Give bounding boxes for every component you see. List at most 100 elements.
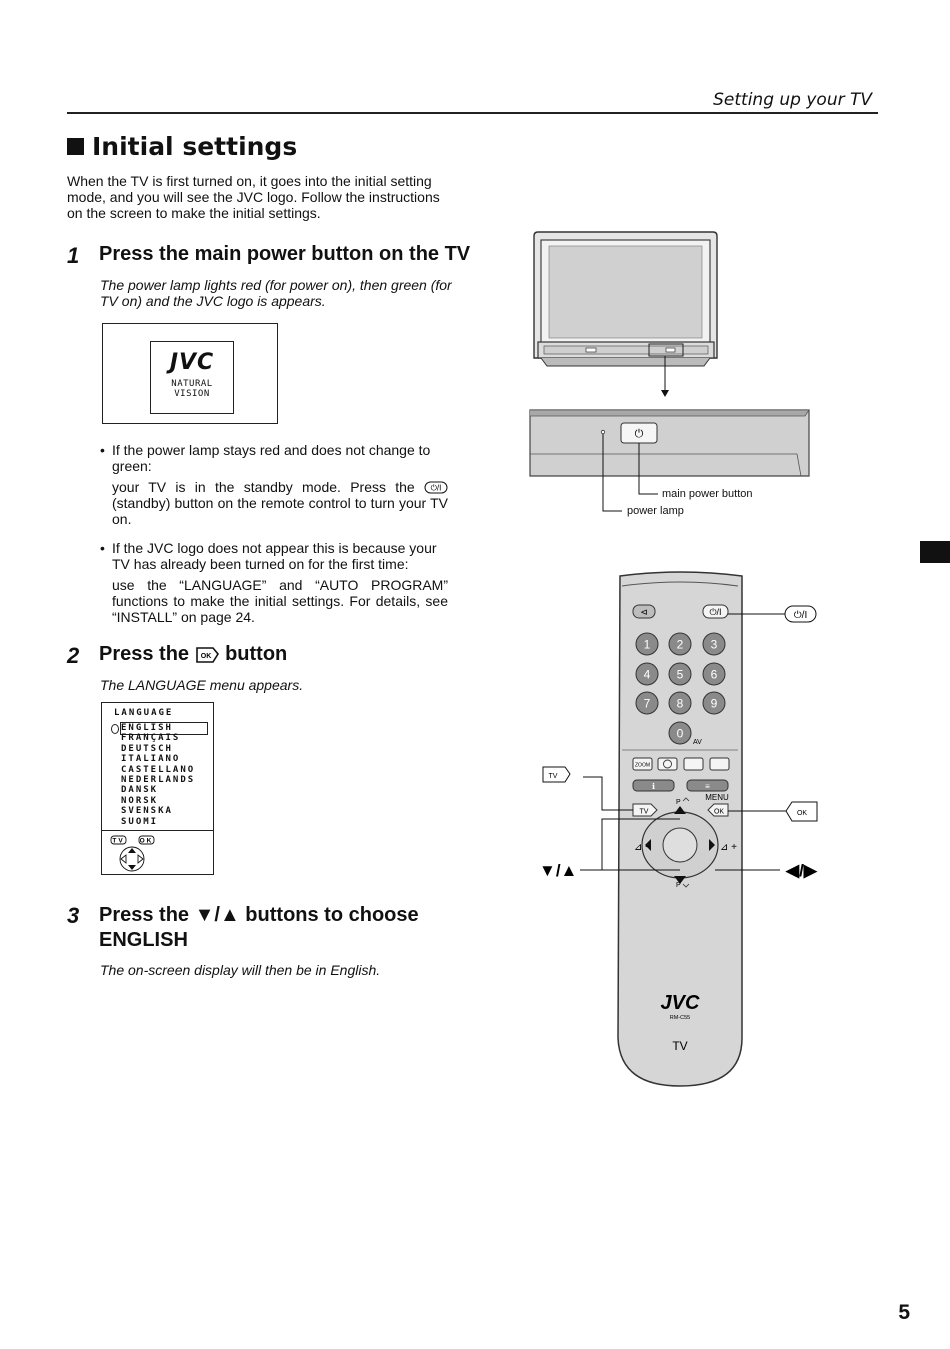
standby-callout-label: ⏻/I [794, 610, 807, 621]
language-list: ENGLISH FRANÇAIS DEUTSCH ITALIANO CASTEL… [121, 723, 195, 827]
av-label: AV [693, 739, 702, 746]
mute-icon: ⊲ [640, 607, 648, 617]
left-arrow-icon [645, 839, 651, 851]
page-number: 5 [898, 1301, 910, 1324]
up-arrow-icon [674, 806, 686, 814]
key-9: 9 [711, 697, 718, 711]
step-title: Press the main power button on the TV [99, 243, 471, 265]
step-title-a: Press the [99, 643, 190, 665]
intro-paragraph: When the TV is first turned on, it goes … [67, 173, 440, 221]
right-arrow-icon [709, 839, 715, 851]
updown-callout: ▼/▲ [539, 861, 577, 880]
key-7: 7 [644, 697, 651, 711]
tv-key [632, 803, 658, 817]
step-1-note: The power lamp lights red (for power on)… [100, 277, 452, 309]
volume-up-icon: ⊿ + [720, 842, 737, 853]
down-arrow-icon [674, 876, 686, 884]
text-button [657, 757, 678, 771]
language-item[interactable]: DEUTSCH [121, 743, 173, 754]
ok-callout [785, 801, 818, 822]
language-item[interactable]: ITALIANO [121, 754, 181, 765]
remote-brand-logo: JVC [661, 992, 700, 1014]
cursor-icon [111, 724, 119, 734]
language-item[interactable]: NEDERLANDS [121, 775, 196, 786]
jvc-logo-screen: JVC NATURAL VISION [102, 323, 278, 424]
menu-ok-hint: OK [140, 838, 154, 845]
menu-icon: ≡ [705, 782, 710, 791]
section-title: Initial settings [67, 132, 297, 161]
step-3-note: The on-screen display will then be in En… [100, 962, 381, 978]
svg-text:⏻/I: ⏻/I [431, 484, 442, 493]
step-3-heading: 3 Press the ▼/▲ buttons to choose ENGLIS… [67, 903, 419, 953]
language-item[interactable]: NORSK [121, 795, 159, 806]
key-4: 4 [644, 668, 651, 682]
menu-navigation-hints: TV OK [110, 835, 155, 872]
bullet-item: • If the power lamp stays red and does n… [100, 442, 448, 527]
key-1: 1 [644, 638, 651, 652]
key-6: 6 [711, 668, 718, 682]
volume-down-icon: ⊿ − [634, 842, 651, 853]
square-bullet-icon [67, 138, 84, 155]
standby-icon: ⏻/I [709, 607, 721, 617]
step-number: 3 [67, 903, 80, 928]
language-item[interactable]: SVENSKA [121, 806, 173, 817]
menu-tv-hint: TV [112, 838, 124, 845]
standby-callout [784, 605, 817, 623]
header-rule [67, 112, 878, 114]
ok-callout-label: OK [797, 810, 807, 817]
step-title-line1: Press the ▼/▲ buttons to choose [99, 904, 419, 926]
language-item[interactable]: CASTELLANO [121, 764, 196, 775]
bullet-item: • If the JVC logo does not appear this i… [100, 540, 448, 625]
step-title-b: button [225, 643, 288, 665]
power-lamp-label: power lamp [627, 505, 684, 517]
bullet-text: If the power lamp stays red and does not… [112, 442, 431, 474]
key-3: 3 [711, 638, 718, 652]
logo-subtitle: NATURAL VISION [171, 379, 213, 399]
bullet-dot: • [100, 442, 105, 458]
tv-callout [542, 766, 571, 783]
bullet-dot: • [100, 540, 105, 556]
step-number: 1 [67, 243, 80, 268]
tv-callout-label: TV [549, 773, 558, 780]
standby-button [702, 604, 729, 619]
language-item[interactable]: ENGLISH [121, 723, 173, 733]
menu-label: MENU [705, 793, 729, 802]
language-item[interactable]: SUOMI [121, 816, 159, 827]
bullet-subtext-b: (standby) button on the remote control t… [112, 495, 448, 527]
tv-illustration: ⏻ [529, 231, 810, 512]
bullet-subtext: use the “LANGUAGE” and “AUTO PROGRAM” fu… [112, 577, 448, 625]
ok-key-label: OK [714, 809, 724, 816]
zoom-label: ZOOM [635, 763, 650, 769]
jvc-logo: JVC [169, 350, 215, 375]
power-symbol-icon: ⏻ [635, 428, 644, 440]
main-power-button-label: main power button [662, 488, 753, 500]
step-2-heading: 2 Press the OK button [67, 643, 287, 669]
menu-divider [102, 830, 213, 831]
remote-model-label: RM-C55 [670, 1015, 690, 1021]
zoom-button [632, 757, 653, 771]
info-icon: ℹ [652, 782, 655, 791]
info-button [632, 779, 675, 792]
language-item[interactable]: FRANÇAIS [121, 733, 181, 744]
menu-title: LANGUAGE [114, 708, 174, 718]
bullet-subtext: your TV is in the standby mode. Press th… [112, 479, 448, 527]
step-number: 2 [67, 643, 80, 668]
bullet-text: If the JVC logo does not appear this is … [112, 540, 437, 572]
running-header: Setting up your TV [713, 90, 872, 110]
language-item[interactable]: DANSK [121, 785, 159, 796]
key-5: 5 [677, 668, 684, 682]
ok-button-icon: OK [196, 647, 220, 663]
language-menu: LANGUAGE ENGLISH FRANÇAIS DEUTSCH ITALIA… [101, 702, 214, 875]
mute-button [632, 604, 656, 619]
leftright-callout: ◀/▶ [785, 861, 818, 880]
remote-tv-label: TV [672, 1039, 687, 1053]
key-8: 8 [677, 697, 684, 711]
svg-text:OK: OK [201, 653, 212, 660]
color-button [683, 757, 704, 771]
step-title: Press the ▼/▲ buttons to choose ENGLISH [99, 903, 419, 953]
color-button [709, 757, 730, 771]
logo-frame: JVC NATURAL VISION [150, 341, 234, 414]
standby-button-icon: ⏻/I [424, 481, 448, 494]
ok-key [707, 803, 729, 817]
selection-highlight [120, 722, 208, 735]
